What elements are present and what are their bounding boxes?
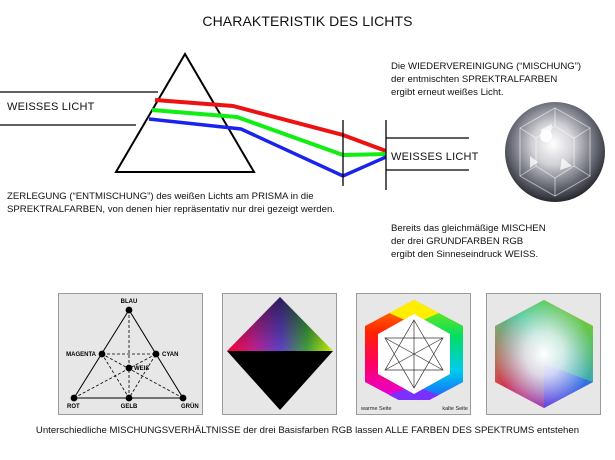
spectrum-caption: Unterschiedliche MISCHUNGSVERHÄLTNISSE d… xyxy=(35,425,580,436)
label-gruen: GRÜN xyxy=(181,403,199,410)
page-title: CHARAKTERISTIK DES LICHTS xyxy=(202,13,413,29)
label-gelb: GELB xyxy=(121,404,138,410)
color-blend-hexagon xyxy=(495,300,593,408)
label-magenta: MAGENTA xyxy=(66,352,97,358)
color-hexagon-panel: warme Seite kalte Seite xyxy=(356,293,471,415)
crystal-ball-image xyxy=(505,102,605,202)
label-weiss: WEIß xyxy=(134,366,149,372)
white-light-label-left: WEISSES LICHT xyxy=(7,101,95,113)
prism xyxy=(114,52,256,173)
color-diamond xyxy=(227,297,333,410)
color-triangle-panel: BLAU MAGENTA CYAN WEIß ROT GELB GRÜN xyxy=(58,293,203,415)
mixing-text: Bereits das gleichmäßige MISCHEN der dre… xyxy=(391,223,546,261)
label-rot: ROT xyxy=(67,404,80,410)
reunion-text: Die WIEDERVEREINIGUNG (“MISCHUNG”) der e… xyxy=(391,61,582,99)
label-cyan: CYAN xyxy=(162,352,178,358)
white-light-label-right: WEISSES LICHT xyxy=(391,151,479,163)
green-beam xyxy=(151,108,387,158)
decomposition-text: ZERLEGUNG (“ENTMISCHUNG”) des weißen Lic… xyxy=(7,191,335,216)
label-blau: BLAU xyxy=(121,299,138,305)
color-triangle-diagram: BLAU MAGENTA CYAN WEIß ROT GELB GRÜN xyxy=(66,299,199,410)
color-hexagon-diagram: warme Seite kalte Seite xyxy=(357,300,470,414)
blue-beam xyxy=(148,117,387,178)
red-beam xyxy=(154,98,387,153)
label-warm-side: warme Seite xyxy=(360,406,392,412)
label-cold-side: kalte Seite xyxy=(442,406,468,412)
color-blend-hexagon-panel xyxy=(486,293,601,415)
color-diamond-panel xyxy=(222,293,337,415)
